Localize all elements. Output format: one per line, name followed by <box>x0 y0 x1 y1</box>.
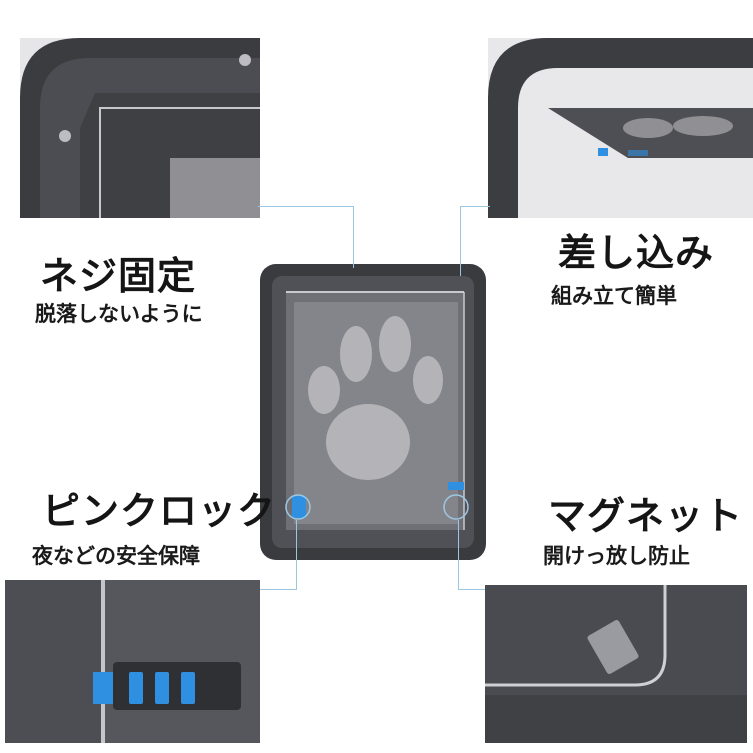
feature-subtitle-insert: 組み立て簡単 <box>551 284 677 308</box>
photo-magnet-detail <box>485 585 747 743</box>
feature-title-magnet: マグネット <box>548 494 744 538</box>
leader-line-insert-v <box>460 206 461 276</box>
pet-door-product <box>258 262 488 562</box>
feature-subtitle-screw: 脱落しないように <box>35 302 203 326</box>
photo-insert-detail <box>488 38 753 218</box>
photo-pin-lock-detail <box>5 580 260 743</box>
leader-line-insert <box>460 206 490 207</box>
feature-title-pin-lock: ピンクロック <box>42 489 277 533</box>
leader-line-magnet-h <box>458 589 488 590</box>
leader-line-screw <box>258 206 354 207</box>
leader-line-pin <box>296 520 297 590</box>
feature-subtitle-magnet: 開けっ放し防止 <box>543 544 690 568</box>
photo-screw-detail <box>20 38 260 218</box>
feature-title-insert: 差し込み <box>558 231 715 275</box>
leader-line-screw-v <box>353 206 354 268</box>
leader-line-magnet <box>458 520 459 590</box>
feature-subtitle-pin-lock: 夜などの安全保障 <box>32 544 200 568</box>
leader-line-pin-h <box>260 589 297 590</box>
feature-title-screw: ネジ固定 <box>40 254 197 298</box>
